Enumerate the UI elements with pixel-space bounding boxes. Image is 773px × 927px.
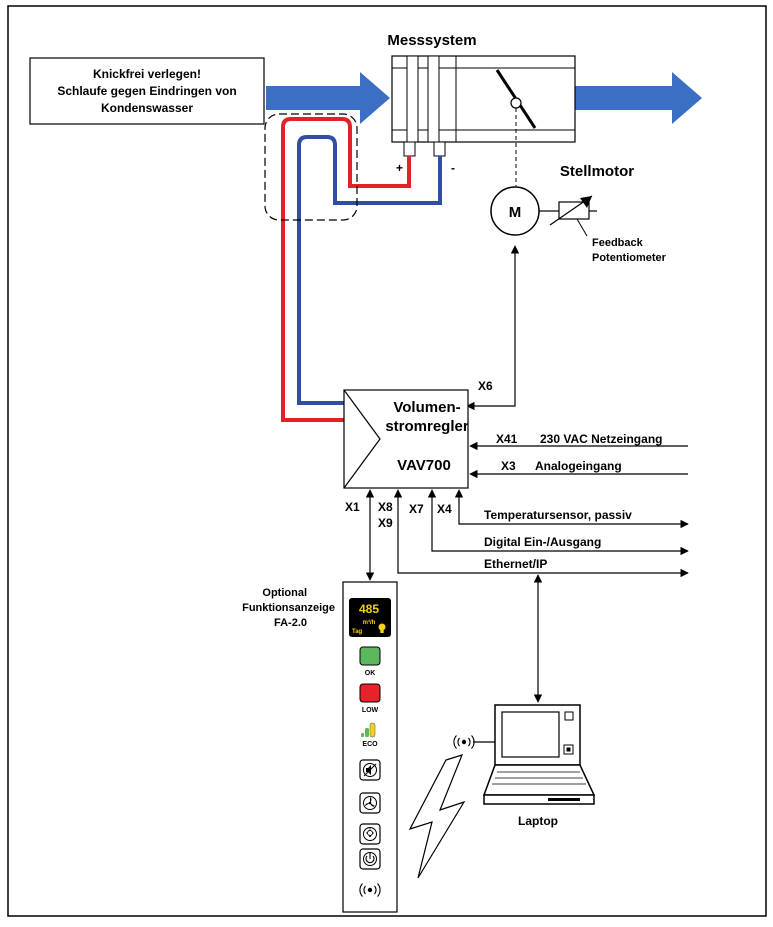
feedback-label-1: Feedback bbox=[592, 237, 644, 249]
fan-button-icon[interactable] bbox=[359, 792, 381, 814]
x9-ethernet-line bbox=[393, 489, 689, 578]
damper-blade bbox=[495, 69, 537, 186]
controller-model: VAV700 bbox=[397, 457, 451, 474]
power-button-icon[interactable] bbox=[359, 848, 381, 870]
display-mode: Tag bbox=[352, 629, 363, 635]
red-hose bbox=[281, 117, 411, 422]
controller-name-1: Volumen- bbox=[393, 399, 460, 416]
port-x4: X4 bbox=[437, 502, 452, 516]
x6-motor-line bbox=[466, 245, 520, 411]
port-x6: X6 bbox=[478, 379, 493, 393]
port-x8: X8 bbox=[378, 500, 393, 514]
laptop-label: Laptop bbox=[518, 814, 558, 828]
laptop-wireless-icon bbox=[453, 735, 475, 749]
port-x41: X41 bbox=[496, 432, 518, 446]
display-caption-3: FA-2.0 bbox=[274, 617, 307, 629]
display-unit: m³/h bbox=[363, 619, 376, 626]
outer-frame bbox=[7, 5, 767, 917]
port-x7: X7 bbox=[409, 502, 424, 516]
signal-netzeingang: 230 VAC Netzeingang bbox=[540, 432, 662, 446]
potentiometer-icon bbox=[549, 195, 597, 237]
light-button-icon[interactable] bbox=[359, 823, 381, 845]
signal-temperatur: Temperatursensor, passiv bbox=[484, 508, 632, 522]
port-x3: X3 bbox=[501, 459, 516, 473]
measuring-system-title: Messsystem bbox=[387, 32, 476, 49]
ok-label: OK bbox=[365, 670, 376, 677]
duct-measuring-box bbox=[391, 55, 576, 143]
signal-analog: Analogeingang bbox=[535, 459, 622, 473]
low-label: LOW bbox=[362, 707, 379, 714]
feedback-label-2: Potentiometer bbox=[592, 252, 667, 264]
low-indicator[interactable] bbox=[359, 683, 381, 703]
vav-controller bbox=[343, 389, 469, 489]
mute-button-icon[interactable] bbox=[359, 759, 381, 781]
wireless-icon bbox=[359, 883, 381, 897]
display-value: 485 bbox=[359, 602, 379, 616]
motor-letter: M bbox=[509, 204, 522, 221]
port-x1: X1 bbox=[345, 500, 360, 514]
hose-loop-outline bbox=[264, 113, 358, 221]
note-line-3: Kondenswasser bbox=[101, 101, 193, 115]
pressure-plus-label: + bbox=[396, 161, 403, 175]
blue-hose bbox=[297, 135, 442, 405]
pressure-minus-label: - bbox=[451, 161, 455, 175]
signal-ethernet: Ethernet/IP bbox=[484, 557, 547, 571]
display-caption-2: Funktionsanzeige bbox=[242, 602, 335, 614]
ok-indicator[interactable] bbox=[359, 646, 381, 666]
note-line-2: Schlaufe gegen Eindringen von bbox=[57, 84, 236, 98]
pressure-port-minus bbox=[433, 141, 446, 157]
eco-label: ECO bbox=[362, 741, 378, 748]
controller-name-2: stromregler bbox=[385, 418, 469, 435]
lightbulb-icon bbox=[378, 623, 386, 633]
airflow-in-arrow bbox=[266, 72, 390, 124]
signal-digital: Digital Ein-/Ausgang bbox=[484, 535, 601, 549]
display-caption-1: Optional bbox=[262, 587, 307, 599]
note-box: Knickfrei verlegen! Schlaufe gegen Eindr… bbox=[29, 57, 265, 125]
lightning-bolt-icon bbox=[408, 754, 466, 879]
note-line-1: Knickfrei verlegen! bbox=[93, 67, 201, 81]
pressure-port-plus bbox=[403, 141, 416, 157]
port-x9: X9 bbox=[378, 516, 393, 530]
laptop-icon bbox=[482, 704, 596, 805]
airflow-out-arrow bbox=[575, 72, 702, 124]
actuator-title: Stellmotor bbox=[560, 163, 634, 180]
eco-leaf-icon bbox=[361, 722, 376, 738]
